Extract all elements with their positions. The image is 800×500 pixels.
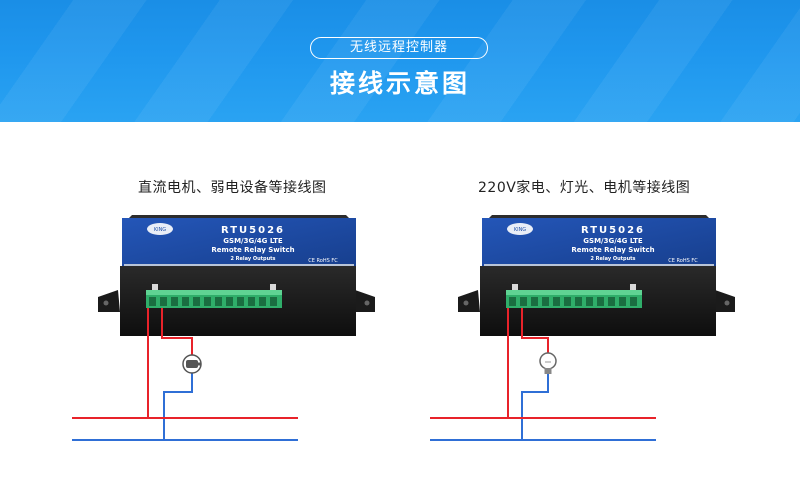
device-cert: CE RoHS FC	[308, 258, 338, 264]
left-wiring	[72, 308, 298, 441]
header-badge: 无线远程控制器	[310, 37, 488, 59]
neutral-drop-wire	[163, 372, 193, 440]
device-cert: CE RoHS FC	[668, 258, 698, 264]
svg-text:KING: KING	[514, 227, 526, 233]
header-banner: 无线远程控制器 接线示意图	[0, 0, 800, 122]
left-device: KING RTU5026 GSM/3G/4G LTE Remote Relay …	[98, 215, 375, 336]
relay-output-wire	[521, 308, 549, 354]
banner-pattern	[0, 0, 800, 122]
right-diagram-caption: 220V家电、灯光、电机等接线图	[478, 180, 691, 196]
right-device: KING RTU5026 GSM/3G/4G LTE Remote Relay …	[458, 215, 735, 336]
svg-text:KING: KING	[154, 227, 166, 233]
device-line1: GSM/3G/4G LTE	[583, 237, 643, 245]
brand-logo	[507, 223, 533, 235]
page-title: 接线示意图	[329, 69, 470, 98]
device-line3: 2 Relay Outputs	[590, 256, 635, 262]
device-line2: Remote Relay Switch	[211, 246, 294, 254]
device-line3: 2 Relay Outputs	[230, 256, 275, 262]
left-diagram-caption: 直流电机、弱电设备等接线图	[138, 180, 327, 196]
mounting-ear	[713, 290, 735, 312]
neutral-drop-wire	[521, 374, 549, 440]
motor-icon	[182, 354, 202, 374]
mounting-ear	[98, 290, 120, 312]
right-wiring	[430, 308, 656, 441]
mounting-ear	[353, 290, 375, 312]
mounting-ear	[458, 290, 480, 312]
device-model: RTU5026	[581, 225, 645, 236]
relay-output-wire	[161, 308, 193, 356]
light-bulb-icon	[539, 352, 557, 374]
brand-logo	[147, 223, 173, 235]
device-line2: Remote Relay Switch	[571, 246, 654, 254]
device-model: RTU5026	[221, 225, 285, 236]
device-line1: GSM/3G/4G LTE	[223, 237, 283, 245]
